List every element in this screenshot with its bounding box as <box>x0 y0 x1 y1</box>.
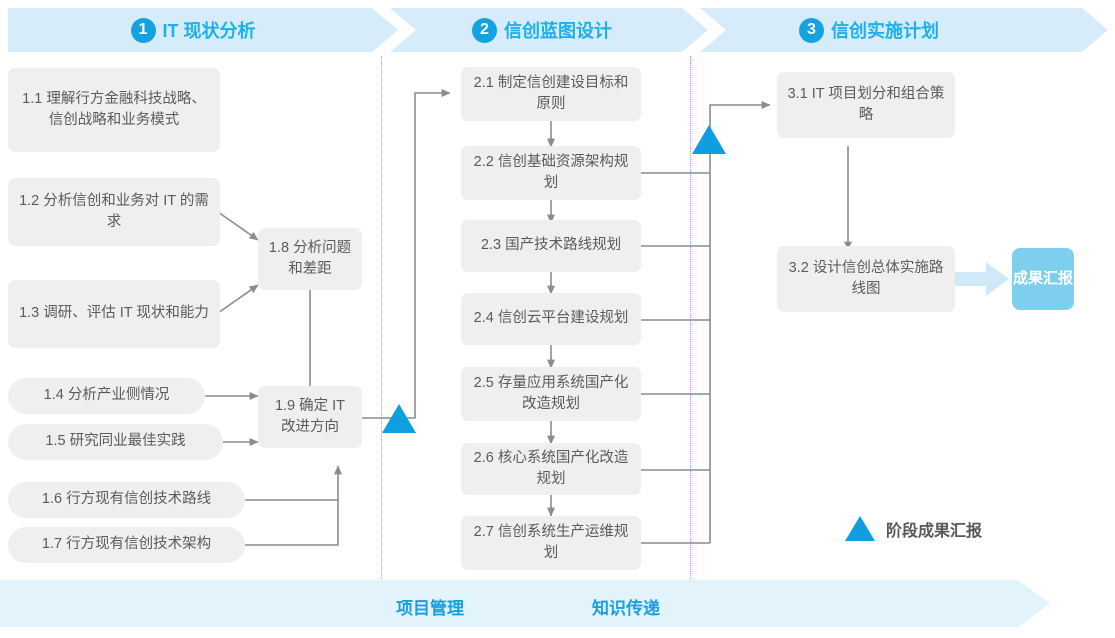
node-2-6[interactable]: 2.6 核心系统国产化改造规划 <box>461 443 641 495</box>
legend: 阶段成果汇报 <box>845 516 982 541</box>
node-2-1[interactable]: 2.1 制定信创建设目标和原则 <box>461 67 641 121</box>
phase-divider-1 <box>381 56 382 580</box>
output-deliverable[interactable]: 成果汇报 <box>1012 248 1074 310</box>
node-1-8[interactable]: 1.8 分析问题和差距 <box>258 228 362 290</box>
node-1-9[interactable]: 1.9 确定 IT 改进方向 <box>258 386 362 448</box>
node-1-1[interactable]: 1.1 理解行方金融科技战略、信创战略和业务模式 <box>8 68 220 152</box>
node-1-7[interactable]: 1.7 行方现有信创技术架构 <box>8 527 245 563</box>
footer-band <box>0 580 1050 627</box>
phase-band-3: 3 信创实施计划 <box>700 8 1108 52</box>
node-1-6[interactable]: 1.6 行方现有信创技术路线 <box>8 482 245 518</box>
node-2-5[interactable]: 2.5 存量应用系统国产化改造规划 <box>461 367 641 421</box>
milestone-triangle-phase2 <box>692 125 726 154</box>
node-3-2[interactable]: 3.2 设计信创总体实施路线图 <box>777 246 955 312</box>
phase-divider-2 <box>690 56 691 580</box>
phase-title-3: 信创实施计划 <box>831 21 939 41</box>
legend-label: 阶段成果汇报 <box>886 522 983 540</box>
node-2-2[interactable]: 2.2 信创基础资源架构规划 <box>461 146 641 200</box>
node-1-3[interactable]: 1.3 调研、评估 IT 现状和能力 <box>8 280 220 348</box>
footer-label-project-management: 项目管理 <box>396 599 464 618</box>
phase-band-1: 1 IT 现状分析 <box>8 8 398 52</box>
phase-band-2: 2 信创蓝图设计 <box>390 8 708 52</box>
footer-label-knowledge-transfer: 知识传递 <box>592 599 660 618</box>
node-1-5[interactable]: 1.5 研究同业最佳实践 <box>8 424 223 460</box>
output-arrow <box>953 262 1009 296</box>
node-3-1[interactable]: 3.1 IT 项目划分和组合策略 <box>777 72 955 138</box>
phase-title-1: IT 现状分析 <box>162 21 256 41</box>
node-1-4[interactable]: 1.4 分析产业侧情况 <box>8 378 205 414</box>
milestone-triangle-icon <box>845 516 875 541</box>
phase-title-2: 信创蓝图设计 <box>504 21 612 41</box>
milestone-triangle-phase1 <box>382 404 416 433</box>
node-2-3[interactable]: 2.3 国产技术路线规划 <box>461 220 641 272</box>
node-1-2[interactable]: 1.2 分析信创和业务对 IT 的需求 <box>8 178 220 246</box>
phase-number-3: 3 <box>799 17 824 43</box>
node-2-7[interactable]: 2.7 信创系统生产运维规划 <box>461 516 641 570</box>
phase-number-2: 2 <box>472 17 497 43</box>
node-2-4[interactable]: 2.4 信创云平台建设规划 <box>461 293 641 345</box>
phase-number-1: 1 <box>130 17 156 43</box>
